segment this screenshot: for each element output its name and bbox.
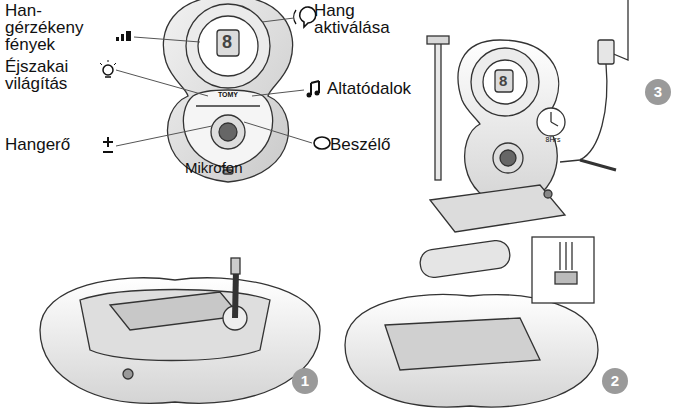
brand-mark: TOMY bbox=[213, 91, 243, 98]
function-icons bbox=[100, 7, 330, 152]
step-1-clip bbox=[40, 258, 320, 403]
timer-label: 8Hrs bbox=[538, 136, 568, 143]
feature-label: Beszélő bbox=[330, 136, 420, 153]
step-2-battery bbox=[345, 185, 628, 407]
leader-lines bbox=[116, 18, 312, 146]
feature-label: Hangerő bbox=[5, 136, 95, 153]
feature-label: Han- gérzékeny fények bbox=[5, 2, 93, 53]
feature-label: Altatódalok bbox=[327, 80, 437, 97]
monitor-front bbox=[163, 0, 292, 182]
callout-number: 3 bbox=[648, 84, 668, 99]
part-label: Mikrofon bbox=[185, 160, 275, 175]
feature-label: Hang aktiválása bbox=[314, 2, 414, 36]
callout-number: 1 bbox=[295, 373, 315, 388]
feature-label: Éjszakai világítás bbox=[5, 58, 85, 92]
display-digit: 8 bbox=[222, 33, 234, 51]
callout-number: 2 bbox=[605, 373, 625, 388]
display-digit: 8 bbox=[499, 73, 511, 88]
monitor-charging bbox=[427, 0, 671, 206]
